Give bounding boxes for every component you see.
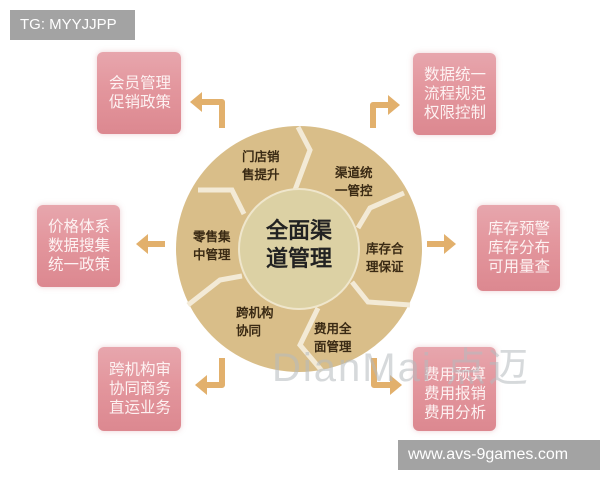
box-line: 直运业务 xyxy=(109,398,172,417)
box-data-process: 数据统一 流程规范 权限控制 xyxy=(413,53,496,135)
box-cross-org-business: 跨机构审 协同商务 直运业务 xyxy=(98,347,181,431)
box-line: 流程规范 xyxy=(424,84,487,103)
box-line: 价格体系 xyxy=(48,217,111,236)
segment-inventory: 库存合 理保证 xyxy=(366,241,404,274)
arrow-down-left-icon xyxy=(205,358,225,388)
box-line: 数据搜集 xyxy=(48,236,111,255)
watermark-tag-top-left: TG: MYYJJPP xyxy=(10,10,135,40)
box-line: 费用预算 xyxy=(424,365,487,384)
watermark-tag-bottom-right: www.avs-9games.com xyxy=(398,440,600,470)
box-line: 费用分析 xyxy=(424,403,487,422)
segment-channel-control: 渠道统 一管控 xyxy=(335,165,373,198)
box-line: 库存预警 xyxy=(488,219,551,238)
box-member-promotion: 会员管理 促销政策 xyxy=(97,52,181,134)
segment-cross-org: 跨机构 协同 xyxy=(236,305,274,338)
box-line: 统一政策 xyxy=(48,255,111,274)
center-title: 全面渠 道管理 xyxy=(238,218,360,274)
box-line: 协同商务 xyxy=(109,379,172,398)
brand-watermark: DianMai 点迈 xyxy=(272,346,530,390)
segment-store-sales: 门店销 售提升 xyxy=(242,149,280,182)
box-line: 跨机构审 xyxy=(109,360,172,379)
segment-expense: 费用全 面管理 xyxy=(314,321,352,354)
box-line: 权限控制 xyxy=(424,103,487,122)
box-price-policy: 价格体系 数据搜集 统一政策 xyxy=(37,205,120,287)
box-line: 促销政策 xyxy=(109,93,172,111)
arrow-up-left-icon xyxy=(200,99,225,128)
box-inventory: 库存预警 库存分布 可用量查 xyxy=(477,205,560,291)
arrow-down-right-icon xyxy=(371,358,392,388)
box-expense: 费用预算 费用报销 费用分析 xyxy=(413,347,496,431)
box-line: 可用量查 xyxy=(488,257,551,276)
arrow-up-right-icon xyxy=(370,102,390,128)
segment-retail: 零售集 中管理 xyxy=(193,229,231,262)
box-line: 库存分布 xyxy=(488,238,551,257)
box-line: 费用报销 xyxy=(424,384,487,403)
center-circle xyxy=(238,188,360,310)
center-line-2: 道管理 xyxy=(265,247,332,272)
center-line-1: 全面渠 xyxy=(265,219,332,244)
box-line: 会员管理 xyxy=(109,74,172,92)
box-line: 数据统一 xyxy=(424,65,487,84)
